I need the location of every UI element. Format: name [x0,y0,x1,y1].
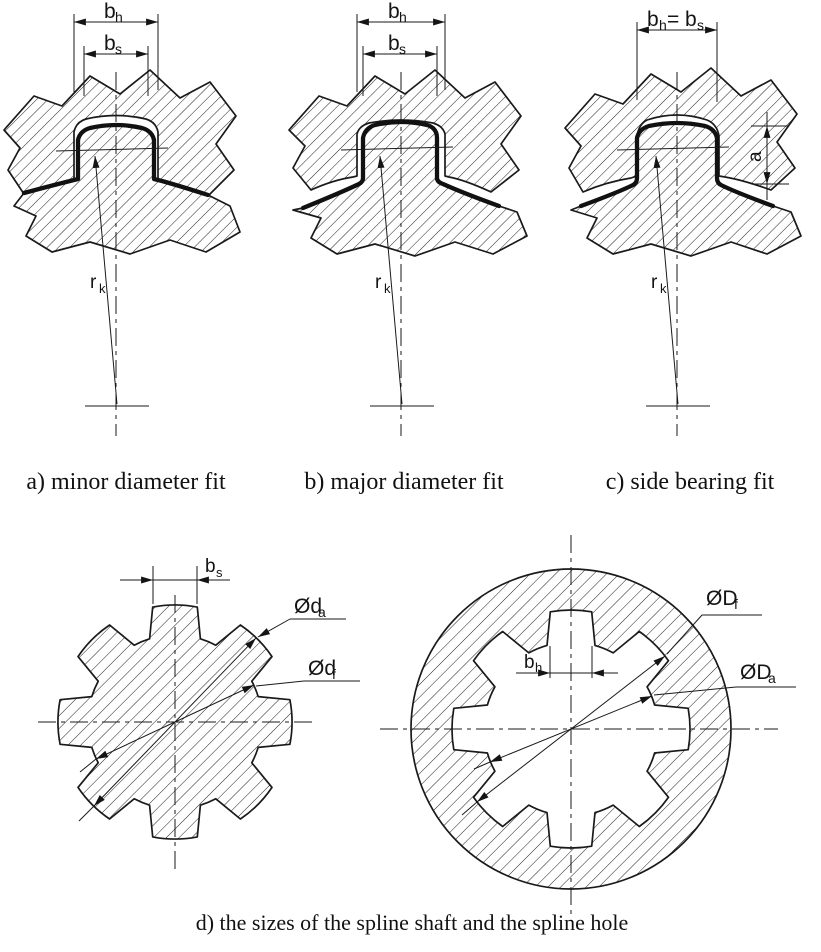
pitch-line-b [340,146,454,151]
label-rk-main-a: r [90,272,97,293]
diagram-c-side-fit: b h = b s a r k [564,8,802,436]
label-df-main: Ød [308,657,336,680]
caption-b: b) major diameter fit [304,469,504,495]
label-Df-main: ØD [706,587,738,610]
rk-line-a [92,155,118,405]
label-bs-main-b: b [388,32,400,55]
label-rk-main-c: r [651,272,658,293]
rk-line-b [377,155,403,405]
label-bs-sub-a: s [115,41,122,57]
hub-section-b [288,69,522,193]
contact-profile-a [21,122,211,198]
df-diameter-line [95,684,255,760]
label-a-gap-c: a [745,151,766,162]
label-Da-sub: a [768,670,776,686]
caption-c: c) side bearing fit [605,469,775,495]
label-bhbs-eq-c: = [667,8,679,31]
label-bh-sub-a: h [115,9,123,25]
label-bhbs-s-c: s [697,17,704,33]
Da-diameter-line [489,695,653,763]
da-leader [257,618,291,638]
label-bs-main-shaft: b [205,556,216,577]
label-bs-main-a: b [104,32,116,55]
diagram-a-minor-fit: b h b s r k [3,0,241,436]
label-bh-main-b: b [388,0,400,23]
label-da-sub: a [318,604,326,620]
caption-a: a) minor diameter fit [26,469,226,495]
diagram-b-major-fit: b h b s r k [288,0,528,436]
label-rk-main-b: r [375,272,382,293]
Da-tail [473,761,491,770]
label-bs-sub-b: s [399,41,406,57]
label-bh-main-a: b [104,0,116,23]
diagram-spline-shaft: b s Ød a Ød f [38,556,360,870]
rk-line-c [653,155,679,405]
caption-d: d) the sizes of the spline shaft and the… [195,910,629,935]
da-tail [78,805,95,822]
label-Df-sub: f [734,596,738,612]
label-bh-main-hole: b [524,652,535,673]
Da-leader [653,686,737,696]
label-rk-sub-b: k [384,281,391,296]
label-bhbs-h-c: h [659,17,667,33]
label-bh-sub-hole: h [535,660,542,675]
label-df-sub: f [332,666,336,682]
label-bhbs-b1-c: b [647,8,659,31]
pitch-line-a [55,147,169,152]
label-da-main: Ød [294,595,322,618]
diagram-spline-hole: b h ØD f ØD a [380,535,796,915]
label-Da-main: ØD [740,661,772,684]
label-bh-sub-b: h [399,9,407,25]
contact-profile-c [578,120,776,209]
Df-leader [666,614,703,655]
label-bhbs-b2-c: b [685,8,697,31]
pitch-line-c [616,146,730,151]
df-tail [79,758,97,773]
Df-tail [461,801,478,816]
df-leader [255,680,305,687]
label-rk-sub-a: k [99,281,106,296]
hub-section-c [564,67,798,193]
label-bs-sub-shaft: s [216,565,223,580]
label-rk-sub-c: k [660,281,667,296]
